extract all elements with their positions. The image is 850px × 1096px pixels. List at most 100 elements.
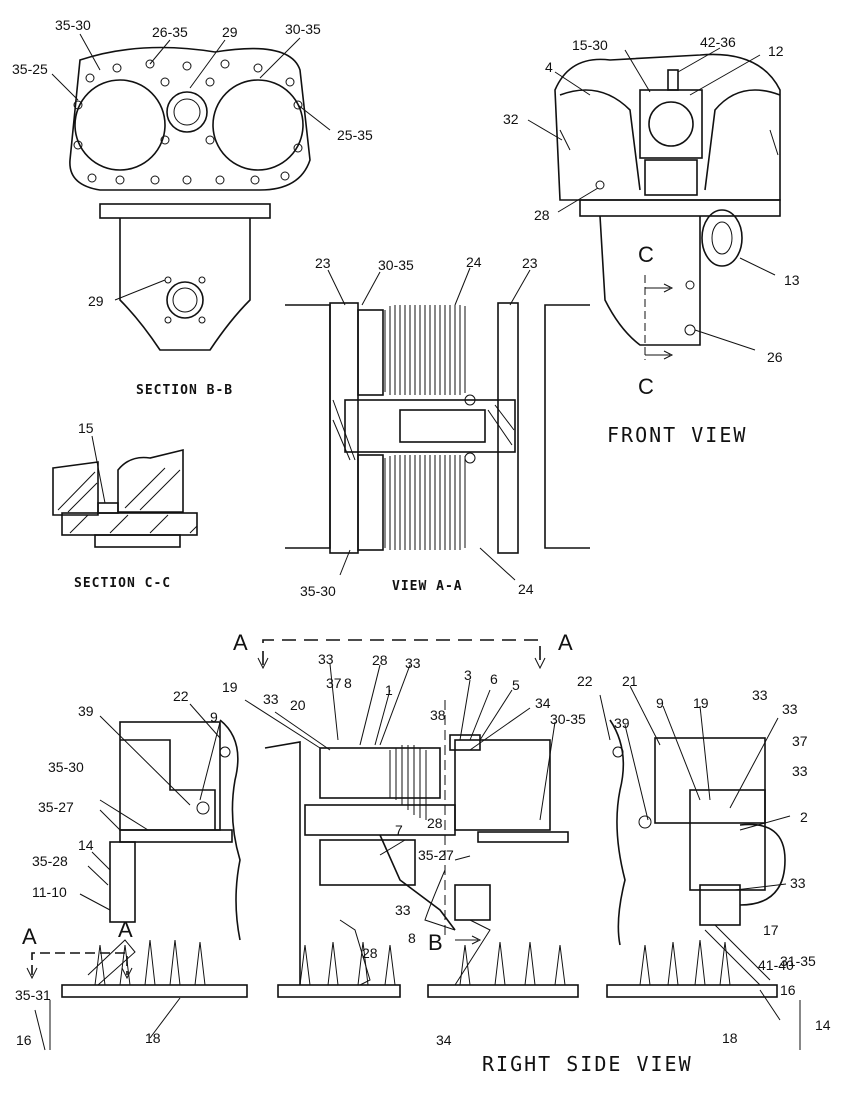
gasket-leader-lines (51, 33, 331, 301)
callout-4: 4 (545, 59, 553, 75)
callout-33-b: 33 (405, 655, 421, 671)
side-view-callouts-right: 30-35 22 39 21 9 19 33 33 37 33 2 33 17 … (550, 673, 831, 1046)
callout-29-section: 29 (88, 293, 104, 309)
radiator-fins-lower (384, 455, 466, 550)
callout-41-40: 41-40 (758, 957, 794, 973)
section-c-bottom-label: C (638, 374, 654, 399)
callout-35-27-mid: 35-27 (418, 847, 454, 863)
callout-35-30-aa: 35-30 (300, 583, 336, 599)
callout-7: 7 (395, 822, 403, 838)
callout-35-31: 35-31 (15, 987, 51, 1003)
callout-33-c: 33 (263, 691, 279, 707)
callout-34-top: 34 (535, 695, 551, 711)
callout-3: 3 (464, 667, 472, 683)
callout-33-e: 33 (752, 687, 768, 703)
callout-15-section-cc: 15 (78, 420, 94, 436)
right-side-view-title: RIGHT SIDE VIEW (482, 1052, 693, 1076)
callout-5: 5 (512, 677, 520, 693)
callout-9-right: 9 (656, 695, 664, 711)
callout-1: 1 (385, 682, 393, 698)
callout-13: 13 (784, 272, 800, 288)
callout-33-f: 33 (782, 701, 798, 717)
side-view-leaders (34, 663, 791, 1051)
front-view-leaders (527, 47, 776, 351)
callout-20: 20 (290, 697, 306, 713)
section-a-dashed-line: A A (233, 630, 573, 670)
front-view-callouts: 15-30 42-36 12 4 32 28 13 26 (503, 34, 800, 365)
callout-35-25: 35-25 (12, 61, 48, 77)
callout-30-35-aa: 30-35 (378, 257, 414, 273)
callout-33-g: 33 (792, 763, 808, 779)
mid-fins (389, 745, 427, 820)
callout-30-35-right: 30-35 (550, 711, 586, 727)
callout-8-mid-top: 8 (344, 675, 352, 691)
radiator-fins-upper (384, 305, 466, 395)
callout-24-bottom: 24 (518, 581, 534, 597)
callout-26: 26 (767, 349, 783, 365)
section-cc-title: SECTION C-C (74, 576, 171, 591)
gasket-plate-drawing (69, 46, 311, 351)
callout-39-left: 39 (78, 703, 94, 719)
callout-16-right: 16 (780, 982, 796, 998)
section-a-bottom-markers: A A (22, 917, 133, 980)
callout-39-right: 39 (614, 715, 630, 731)
callout-18-right: 18 (722, 1030, 738, 1046)
callout-26-35: 26-35 (152, 24, 188, 40)
callout-28-b: 28 (427, 815, 443, 831)
section-a-bottom-right-label: A (118, 917, 133, 942)
section-b-marker: B (428, 930, 482, 955)
callout-35-28: 35-28 (32, 853, 68, 869)
side-view-callouts-left: 39 22 9 35-30 35-27 14 35-28 11-10 35-31… (15, 688, 218, 1048)
view-aa-callouts: 23 30-35 24 23 35-30 24 (300, 254, 538, 599)
side-view-left-section (61, 719, 248, 998)
callout-21: 21 (622, 673, 638, 689)
view-aa-drawing (285, 302, 590, 554)
callout-33-h: 33 (790, 875, 806, 891)
callout-38: 38 (430, 707, 446, 723)
callout-16-left: 16 (16, 1032, 32, 1048)
callout-28-front: 28 (534, 207, 550, 223)
gasket-callouts: 35-30 26-35 29 30-35 35-25 25-35 29 (12, 17, 373, 309)
callout-6: 6 (490, 671, 498, 687)
callout-32: 32 (503, 111, 519, 127)
callout-28-a: 28 (372, 652, 388, 668)
callout-31-35: 31-35 (780, 953, 816, 969)
callout-22-right: 22 (577, 673, 593, 689)
view-aa-title: VIEW A-A (392, 579, 463, 594)
callout-12: 12 (768, 43, 784, 59)
callout-37-right: 37 (792, 733, 808, 749)
front-view-title: FRONT VIEW (607, 423, 747, 447)
callout-19-mid: 19 (222, 679, 238, 695)
callout-25-35: 25-35 (337, 127, 373, 143)
callout-8-mid-bottom: 8 (408, 930, 416, 946)
callout-34-bottom: 34 (436, 1032, 452, 1048)
gear-teeth-left (94, 939, 206, 986)
callout-19-right: 19 (693, 695, 709, 711)
section-a-left-label: A (233, 630, 248, 655)
callout-18-left: 18 (145, 1030, 161, 1046)
callout-30-35: 30-35 (285, 21, 321, 37)
callout-23-left: 23 (315, 255, 331, 271)
side-view-callouts-mid: 33 28 33 19 33 20 37 8 1 3 6 5 38 34 7 2… (222, 651, 551, 1048)
callout-2: 2 (800, 809, 808, 825)
callout-33-d: 33 (395, 902, 411, 918)
callout-33-a: 33 (318, 651, 334, 667)
section-a-bottom-left-label: A (22, 924, 37, 949)
callout-29: 29 (222, 24, 238, 40)
gear-teeth-right (639, 939, 731, 986)
callout-35-30: 35-30 (55, 17, 91, 33)
callout-9-left: 9 (210, 709, 218, 725)
gear-teeth-mid (299, 941, 566, 986)
section-b-label: B (428, 930, 443, 955)
callout-15-30: 15-30 (572, 37, 608, 53)
callout-11-10: 11-10 (32, 884, 67, 900)
callout-28-c: 28 (362, 945, 378, 961)
front-view-drawing (554, 53, 781, 346)
section-c-markers: C C (638, 242, 674, 399)
callout-37-mid: 37 (326, 675, 342, 691)
side-view-mid-section (264, 700, 579, 998)
section-cc-drawing (52, 435, 198, 548)
section-a-right-label: A (558, 630, 573, 655)
